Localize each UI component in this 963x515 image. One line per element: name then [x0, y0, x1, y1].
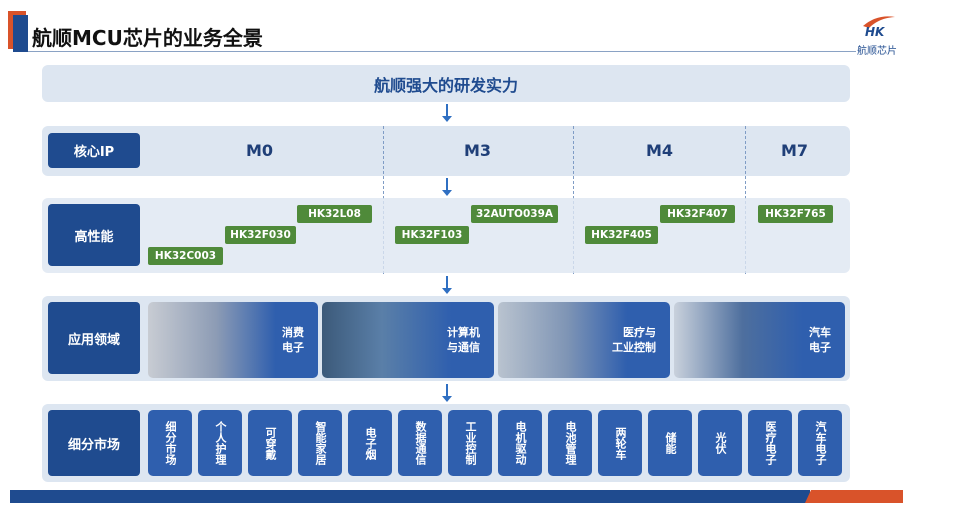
market-item: 医疗电子 [748, 410, 792, 476]
core-ip-label: 核心IP [48, 133, 140, 168]
chip-hk32f405: HK32F405 [585, 226, 658, 244]
down-arrow-icon [442, 276, 452, 294]
app-automotive: 汽车电子 [674, 302, 845, 378]
app-consumer-electronics: 消费电子 [148, 302, 318, 378]
core-m4: M4 [646, 141, 674, 160]
chip-hk32f407: HK32F407 [660, 205, 735, 223]
company-logo: HK 航顺芯片 [852, 14, 902, 57]
chip-hk32f103: HK32F103 [395, 226, 469, 244]
market-item: 储能 [648, 410, 692, 476]
market-item: 数据通信 [398, 410, 442, 476]
applications-label: 应用领域 [48, 302, 140, 374]
market-item: 个人护理 [198, 410, 242, 476]
market-item: 光伏 [698, 410, 742, 476]
down-arrow-icon [442, 104, 452, 122]
chip-hk32f765: HK32F765 [758, 205, 833, 223]
down-arrow-icon [442, 178, 452, 196]
market-item: 电机驱动 [498, 410, 542, 476]
app-medical-industrial: 医疗与工业控制 [498, 302, 670, 378]
core-m7: M7 [781, 141, 809, 160]
logo-icon: HK [863, 16, 895, 39]
market-item: 电子烟 [348, 410, 392, 476]
title-accent-blue [13, 15, 28, 52]
market-item: 汽车电子 [798, 410, 842, 476]
market-item: 智能家居 [298, 410, 342, 476]
chip-hk32f030: HK32F030 [225, 226, 296, 244]
page-title: 航顺MCU芯片的业务全景 [32, 26, 263, 50]
chip-hk32c003: HK32C003 [148, 247, 223, 265]
core-ip-row [42, 126, 850, 176]
market-item: 工业控制 [448, 410, 492, 476]
chip-hk32l08: HK32L08 [297, 205, 372, 223]
market-item: 可穿戴 [248, 410, 292, 476]
market-item: 细分市场 [148, 410, 192, 476]
footer-bar-red [805, 490, 903, 503]
footer-bar-blue [10, 490, 810, 503]
market-item: 两轮车 [598, 410, 642, 476]
markets-label: 细分市场 [48, 410, 140, 476]
title-underline [28, 51, 856, 52]
chip-32auto039a: 32AUTO039A [471, 205, 558, 223]
logo-text: 航顺芯片 [857, 46, 897, 57]
rd-strength-banner: 航顺强大的研发实力 [42, 65, 850, 102]
down-arrow-icon [442, 384, 452, 402]
core-m3: M3 [464, 141, 492, 160]
market-item: 电池管理 [548, 410, 592, 476]
core-m0: M0 [246, 141, 274, 160]
svg-text:HK: HK [865, 25, 886, 38]
performance-label: 高性能 [48, 204, 140, 266]
app-computing-communications: 计算机与通信 [322, 302, 494, 378]
